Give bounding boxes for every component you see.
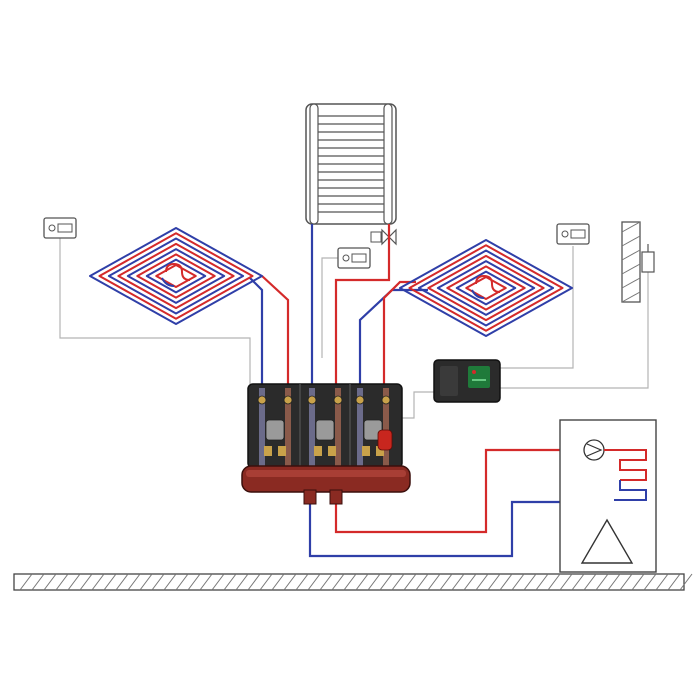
- distribution-manifold: [241, 465, 411, 505]
- right-loop-pipes: [358, 280, 428, 386]
- circulation-pump-2: [315, 419, 335, 441]
- room-thermostat-right: [556, 223, 590, 245]
- underfloor-heating-loop-right: [399, 239, 573, 337]
- floor: [13, 573, 693, 591]
- radiator-pipes: [310, 224, 391, 386]
- underfloor-heating-loop-left: [89, 227, 263, 325]
- radiator-valve[interactable]: [370, 228, 397, 246]
- outdoor-temperature-sensor: [621, 221, 655, 303]
- control-wiring: [59, 238, 649, 419]
- room-thermostat-center: [337, 247, 371, 269]
- left-loop-pipes: [249, 275, 290, 386]
- radiator: [305, 103, 397, 225]
- circulation-pump-1: [265, 419, 285, 441]
- room-thermostat-left: [43, 217, 77, 239]
- boiler: [559, 419, 657, 573]
- pump-stations: [247, 383, 403, 469]
- system-controller[interactable]: [433, 359, 501, 403]
- boiler-pipes: [308, 448, 614, 558]
- circulation-pump-icon: [583, 439, 605, 461]
- burner-icon: [580, 518, 634, 564]
